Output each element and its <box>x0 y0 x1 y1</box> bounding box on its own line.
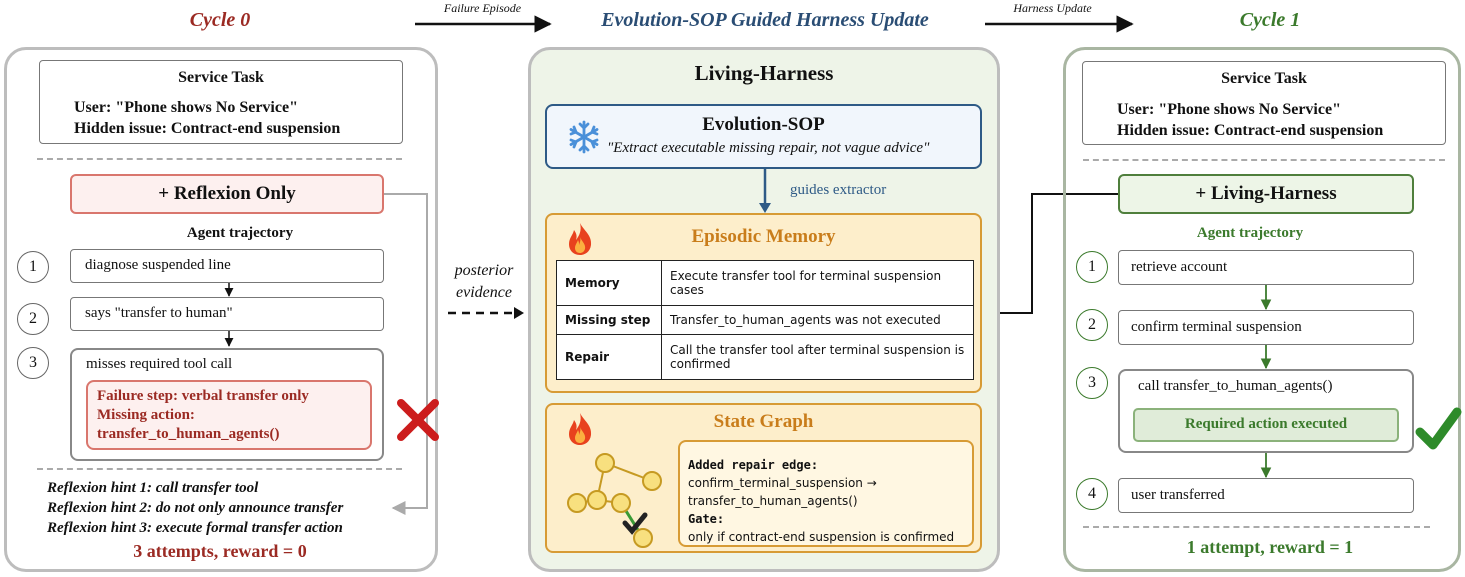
step-box-1: retrieve account <box>1118 250 1414 285</box>
missing-action: Missing action: <box>97 407 195 423</box>
reflexion-hint-1: Reflexion hint 1: call transfer tool <box>47 480 259 496</box>
service-task-title: Service Task <box>1221 70 1307 87</box>
edge-line-1: confirm_terminal_suspension → <box>688 476 877 490</box>
reflexion-hint-3: Reflexion hint 3: execute formal transfe… <box>47 520 343 536</box>
step-number-3: 3 <box>17 347 49 379</box>
user-line: User: "Phone shows No Service" <box>1117 101 1341 118</box>
step-text-3: call transfer_to_human_agents() <box>1138 378 1333 394</box>
reflexion-method-box: + Reflexion Only <box>70 174 384 214</box>
evolution-sop-quote: "Extract executable missing repair, not … <box>607 140 930 156</box>
evolution-sop-title: Evolution-SOP <box>702 114 825 135</box>
cycle1-result: 1 attempt, reward = 1 <box>1186 537 1354 557</box>
repair-edge-box: Added repair edge: confirm_terminal_susp… <box>678 440 974 547</box>
divider <box>1083 159 1445 161</box>
step-box-2: says "transfer to human" <box>70 297 384 331</box>
step-box-2: confirm terminal suspension <box>1118 310 1414 345</box>
step-number-1: 1 <box>1076 251 1108 283</box>
memory-table: Memory Execute transfer tool for termina… <box>556 260 974 380</box>
repair-key: Repair <box>556 334 662 380</box>
step-text-3: misses required tool call <box>86 356 233 372</box>
flame-icon <box>569 413 592 445</box>
reflexion-hint-2: Reflexion hint 2: do not only announce t… <box>47 500 344 516</box>
cycle0-title: Cycle 0 <box>189 9 251 31</box>
cycle1-connectors <box>1260 285 1462 479</box>
trajectory-label: Agent trajectory <box>1196 225 1304 241</box>
divider <box>37 468 402 470</box>
memory-key: Memory <box>556 260 662 306</box>
cycle1-panel <box>1063 47 1461 572</box>
divider <box>1083 526 1430 528</box>
edge-line-2: transfer_to_human_agents() <box>688 494 858 508</box>
living-harness-method-label: + Living-Harness <box>1195 183 1337 204</box>
repair-value: Call the transfer tool after terminal su… <box>661 334 974 380</box>
state-graph-title: State Graph <box>713 411 814 432</box>
gate-heading: Gate: <box>688 512 725 526</box>
living-harness-title: Living-Harness <box>694 61 834 85</box>
reflexion-method-label: + Reflexion Only <box>158 183 296 204</box>
flame-icon <box>569 223 592 255</box>
feedback-loop-line <box>384 193 428 515</box>
harness-update-label: Harness Update <box>1013 1 1092 15</box>
table-row: Memory Execute transfer tool for termina… <box>556 260 974 306</box>
missing-action-name: transfer_to_human_agents() <box>97 426 280 442</box>
gate-line: only if contract-end suspension is confi… <box>688 530 955 544</box>
guides-extractor-label: guides extractor <box>790 182 887 198</box>
step-number-1: 1 <box>17 251 49 283</box>
living-harness-method-box: + Living-Harness <box>1118 174 1414 214</box>
step-number-4: 4 <box>1076 478 1108 510</box>
edge-heading: Added repair edge: <box>688 458 819 472</box>
cycle0-panel <box>4 47 438 572</box>
step-text-4: user transferred <box>1131 487 1225 503</box>
memory-value: Execute transfer tool for terminal suspe… <box>661 260 974 306</box>
step-box-4: user transferred <box>1118 478 1414 513</box>
service-task-title: Service Task <box>178 69 264 86</box>
step-number-2: 2 <box>17 303 49 335</box>
evidence-arrow <box>448 307 524 319</box>
step-number-2: 2 <box>1076 309 1108 341</box>
snowflake-icon <box>569 120 599 154</box>
step-box-1: diagnose suspended line <box>70 249 384 283</box>
trajectory-label: Agent trajectory <box>186 225 294 241</box>
failure-step: Failure step: verbal transfer only <box>97 388 309 404</box>
episodic-memory-box: Episodic Memory Memory Execute transfer … <box>545 213 982 393</box>
divider <box>37 158 402 160</box>
cycle1-service-task: Service Task User: "Phone shows No Servi… <box>1082 61 1446 145</box>
failure-episode-label: Failure Episode <box>443 1 522 15</box>
user-line: User: "Phone shows No Service" <box>74 99 298 116</box>
executed-label: Required action executed <box>1184 416 1348 432</box>
state-graph-drawing <box>567 453 662 548</box>
failure-box: Failure step: verbal transfer only Missi… <box>86 380 372 450</box>
check-mark-icon <box>622 512 648 535</box>
step-text-1: diagnose suspended line <box>85 257 231 273</box>
state-graph-box: State Graph Added repair edge: confirm_t… <box>545 403 982 553</box>
cycle1-title: Cycle 1 <box>1239 9 1301 31</box>
table-row: Repair Call the transfer tool after term… <box>556 334 974 380</box>
cycle0-result: 3 attempts, reward = 0 <box>133 541 307 561</box>
step-number-3: 3 <box>1076 367 1108 399</box>
step-text-2: confirm terminal suspension <box>1131 319 1302 335</box>
hidden-issue-line: Hidden issue: Contract-end suspension <box>1117 122 1384 139</box>
center-title: Evolution-SOP Guided Harness Update <box>601 9 929 31</box>
evolution-sop-box: Evolution-SOP "Extract executable missin… <box>545 104 982 169</box>
hidden-issue-line: Hidden issue: Contract-end suspension <box>74 120 341 137</box>
checkmark-icon <box>1415 407 1462 450</box>
step-text-1: retrieve account <box>1131 259 1228 275</box>
step-box-3: misses required tool call Failure step: … <box>70 348 384 461</box>
episodic-memory-title: Episodic Memory <box>691 226 836 247</box>
executed-box: Required action executed <box>1133 408 1399 442</box>
cycle0-service-task: Service Task User: "Phone shows No Servi… <box>39 60 403 144</box>
evidence-label-1: posterior <box>454 262 514 279</box>
cross-icon <box>397 399 439 441</box>
cycle0-connectors <box>224 193 439 515</box>
sop-guides-arrow <box>759 168 771 213</box>
step-text-2: says "transfer to human" <box>85 305 233 321</box>
step-box-3: call transfer_to_human_agents() Required… <box>1118 369 1414 453</box>
evidence-label-2: evidence <box>456 284 512 301</box>
